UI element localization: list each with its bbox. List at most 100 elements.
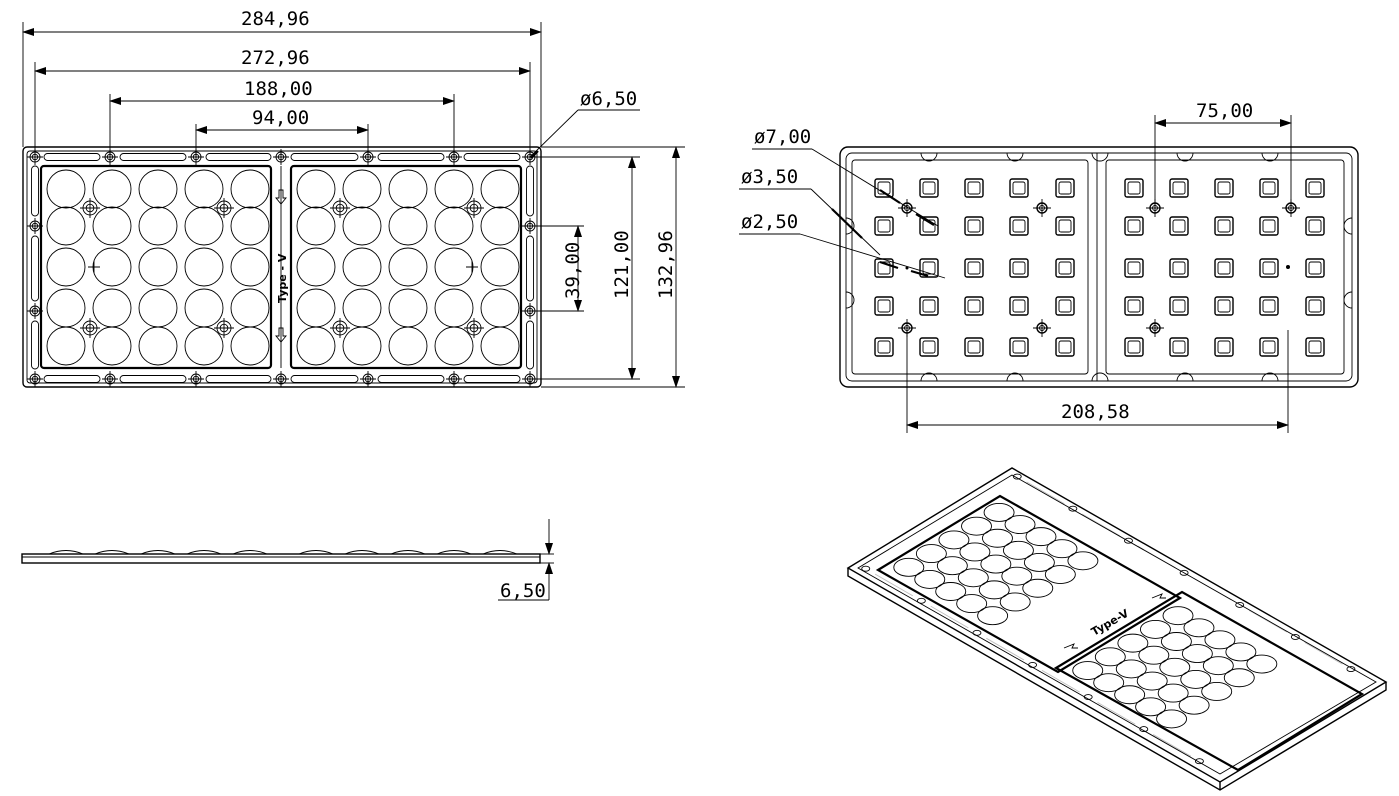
lens (296, 169, 336, 209)
back-hole-small (1286, 265, 1290, 269)
iso-lens (1181, 644, 1213, 664)
iso-lens (1136, 671, 1168, 691)
lens (184, 169, 224, 209)
iso-lens (1178, 695, 1210, 715)
notch (1261, 372, 1279, 382)
iso-lens (1001, 566, 1033, 586)
iso-slot (1153, 734, 1192, 757)
iso-hole (972, 629, 982, 636)
lens (388, 206, 428, 246)
notch (1261, 152, 1279, 162)
led-pad (919, 337, 939, 357)
lens (388, 247, 428, 287)
arrow-left-icon (1151, 593, 1166, 599)
iso-lens (1135, 697, 1167, 717)
iso-lens (1023, 552, 1055, 572)
led-pad (964, 178, 984, 198)
led-pad (1169, 258, 1189, 278)
iso-slot (986, 637, 1025, 661)
dim-back-span-large: 208,58 (1061, 401, 1130, 423)
iso-lens (1159, 657, 1191, 677)
slot (119, 153, 187, 161)
led-pad-inner (1308, 181, 1322, 195)
lens (434, 206, 474, 246)
slot (526, 165, 534, 217)
led-pad (1259, 337, 1279, 357)
slot (377, 153, 445, 161)
back-hole-small (905, 266, 909, 270)
iso-lens (935, 582, 967, 601)
notch (1006, 372, 1024, 382)
centerline (80, 318, 100, 338)
slot (205, 153, 272, 161)
led-pad (964, 258, 984, 278)
lens (480, 206, 520, 246)
led-pad (1169, 296, 1189, 316)
led-pad-inner (1262, 299, 1276, 313)
led-pad-inner (1058, 299, 1072, 313)
lens (342, 169, 382, 209)
lens (388, 326, 428, 366)
led-pad-inner (1127, 299, 1141, 313)
led-pad (1305, 178, 1325, 198)
notch (920, 372, 938, 382)
led-pad-inner (967, 299, 981, 313)
centerline (188, 371, 204, 387)
iso-hole (1012, 473, 1022, 480)
iso-hole (1028, 661, 1038, 668)
iso-lens (1202, 656, 1234, 676)
lens-profile (482, 550, 518, 555)
notch (1091, 372, 1109, 382)
iso-lens (893, 557, 925, 577)
lens-profile (186, 550, 222, 555)
slot (377, 375, 445, 383)
iso-lens-array (893, 503, 1278, 729)
led-pad-inner (1127, 181, 1141, 195)
led-pad (1009, 178, 1029, 198)
led-pad-inner (1127, 219, 1141, 233)
lens (92, 326, 132, 366)
slot (43, 153, 101, 161)
lens (92, 288, 132, 328)
led-pad-array (874, 178, 1325, 357)
led-pad (1124, 296, 1144, 316)
iso-hole (1068, 505, 1078, 512)
iso-lens (1072, 661, 1104, 681)
led-pad-inner (1262, 261, 1276, 275)
iso-lens (1093, 673, 1125, 693)
dim-back-hole-c: ø2,50 (741, 211, 798, 233)
led-pad (1124, 216, 1144, 236)
notch (1091, 152, 1109, 162)
iso-lens (1201, 682, 1233, 701)
iso-lens (983, 503, 1015, 522)
lens-profile (140, 550, 176, 555)
led-pad-inner (1217, 261, 1231, 275)
lens (92, 169, 132, 209)
led-pad (874, 296, 894, 316)
led-pad (1214, 296, 1234, 316)
led-pad-inner (1217, 299, 1231, 313)
led-pad-inner (967, 261, 981, 275)
slot (31, 235, 39, 302)
centerline (1146, 319, 1164, 337)
iso-lens (1114, 685, 1146, 705)
centerline (464, 318, 484, 338)
slot (43, 375, 101, 383)
lens (388, 288, 428, 328)
led-pad-inner (1012, 340, 1026, 354)
led-pad (1259, 258, 1279, 278)
lens-block-left (39, 164, 273, 370)
lens (434, 169, 474, 209)
iso-type-marking: Type-V (1089, 607, 1131, 639)
lens (342, 326, 382, 366)
lens (138, 169, 178, 209)
led-pad (1259, 296, 1279, 316)
iso-lens (936, 556, 968, 576)
lens (480, 326, 520, 366)
led-pad (1055, 216, 1075, 236)
notch (920, 152, 938, 162)
led-pad-inner (1012, 299, 1026, 313)
iso-slot (1026, 481, 1065, 504)
lens (184, 288, 224, 328)
slot (526, 235, 534, 302)
